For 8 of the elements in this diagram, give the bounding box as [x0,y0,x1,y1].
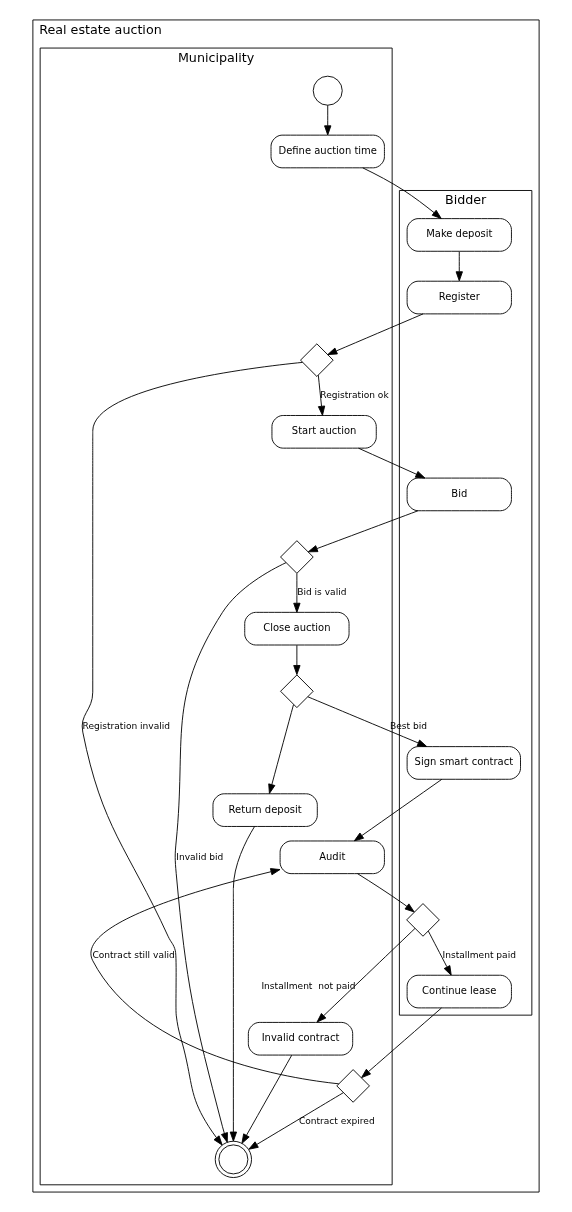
edge-label: Bid is valid [297,587,347,598]
edge-label: Contract expired [298,1116,375,1127]
edge-label: Registration ok [320,390,389,401]
edge-label: Invalid bid [176,851,224,862]
edge-label: Installment not paid [261,981,356,992]
edge-label: Registration invalid [82,721,171,732]
edge-label: Installment paid [442,950,516,960]
edge-label: Contract still valid [92,950,175,960]
